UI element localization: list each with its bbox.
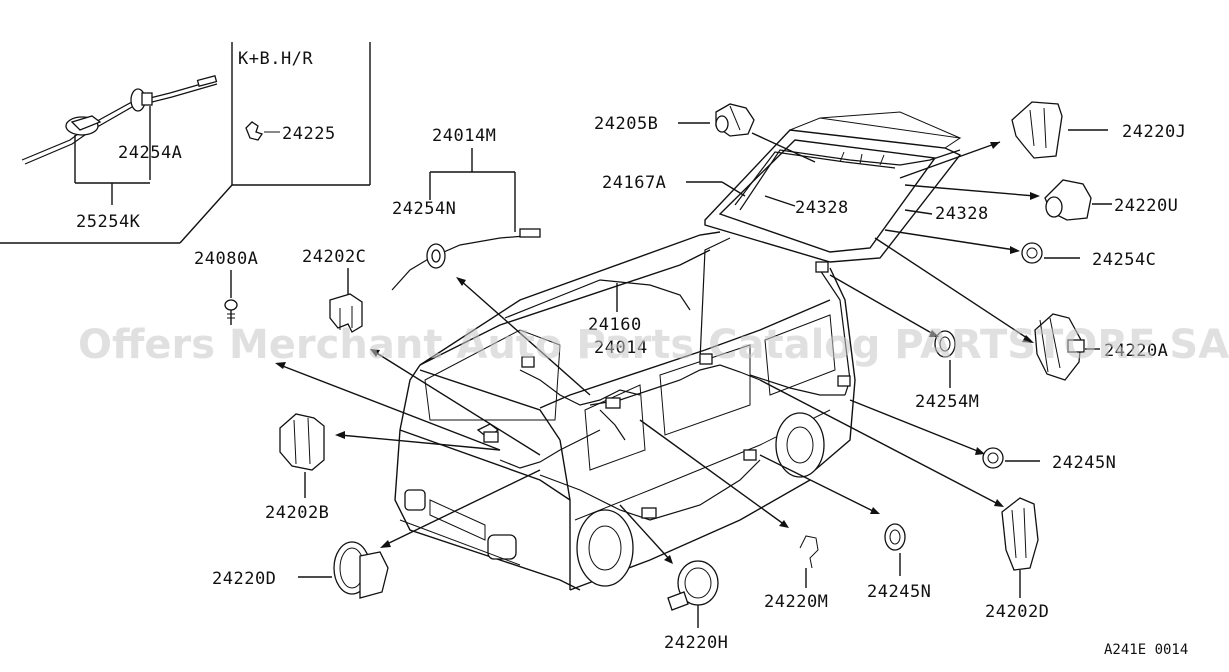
part-24254A-label: 24254A <box>118 143 182 163</box>
part-24202D-label: 24202D <box>985 602 1049 622</box>
clip-24205B-icon <box>715 103 755 137</box>
part-24205B-label: 24205B <box>594 114 658 134</box>
grommet-24254C-icon <box>1021 242 1043 264</box>
leader-arrows-back-door <box>751 132 1040 343</box>
clip-24220A-icon <box>1034 313 1085 381</box>
part-24254C-label: 24254C <box>1092 250 1156 270</box>
part-24254N-label: 24254N <box>392 199 456 219</box>
clip-24220H-icon <box>667 560 719 611</box>
part-24202B-label: 24202B <box>265 503 329 523</box>
part-24220D-label: 24220D <box>212 569 276 589</box>
part-24080A-label: 24080A <box>194 249 258 269</box>
part-24254M-label: 24254M <box>915 392 979 412</box>
watermark: Offers Merchant Auto Parts Catalog PARTS… <box>78 322 1229 368</box>
leader-arrows-vehicle <box>275 274 1004 564</box>
part-24328-label-b: 24328 <box>935 204 989 224</box>
van-body-outline <box>394 231 856 591</box>
back-door-outline <box>704 111 962 263</box>
part-24220H-label: 24220H <box>664 633 728 653</box>
part-24245N-label-b: 24245N <box>867 582 931 602</box>
part-24245N-label-a: 24245N <box>1052 453 1116 473</box>
part-24220A-label: 24220A <box>1104 341 1168 361</box>
grommet-24245N-icon-b <box>884 523 906 551</box>
grommet-24254M-icon <box>934 330 956 358</box>
part-25254K-label: 25254K <box>76 212 141 232</box>
clip-24220M-icon <box>799 535 819 569</box>
clip-24202D-icon <box>1001 497 1039 571</box>
part-24225-label: 24225 <box>282 124 336 144</box>
inset-frame <box>0 42 371 244</box>
part-24202C-label: 24202C <box>302 247 366 267</box>
part-24328-label-a: 24328 <box>795 198 849 218</box>
clip-24225-icon <box>245 121 280 141</box>
grommet-harness-icon <box>391 228 541 291</box>
clip-24220D-icon <box>333 541 389 599</box>
part-24220M-label: 24220M <box>764 592 828 612</box>
clip-24220U-icon <box>1044 179 1092 221</box>
inset-title: K+B.H/R <box>238 49 313 69</box>
part-24220U-label: 24220U <box>1114 196 1178 216</box>
clip-24220J-icon <box>1011 101 1063 159</box>
clip-24202B-icon <box>279 413 325 471</box>
part-24160-label: 24160 <box>588 315 642 335</box>
part-24220J-label: 24220J <box>1122 122 1186 142</box>
grommet-24245N-icon-a <box>982 447 1004 469</box>
cable-assembly-icon <box>21 74 218 165</box>
part-24014M-label: 24014M <box>432 126 496 146</box>
part-24167A-label: 24167A <box>602 173 666 193</box>
part-24014-label: 24014 <box>594 338 648 358</box>
screw-24080A-icon <box>224 299 238 325</box>
diagram-code: A241E 0014 <box>1104 642 1188 658</box>
clip-24202C-icon <box>329 293 363 333</box>
harness-wiring <box>483 237 851 521</box>
